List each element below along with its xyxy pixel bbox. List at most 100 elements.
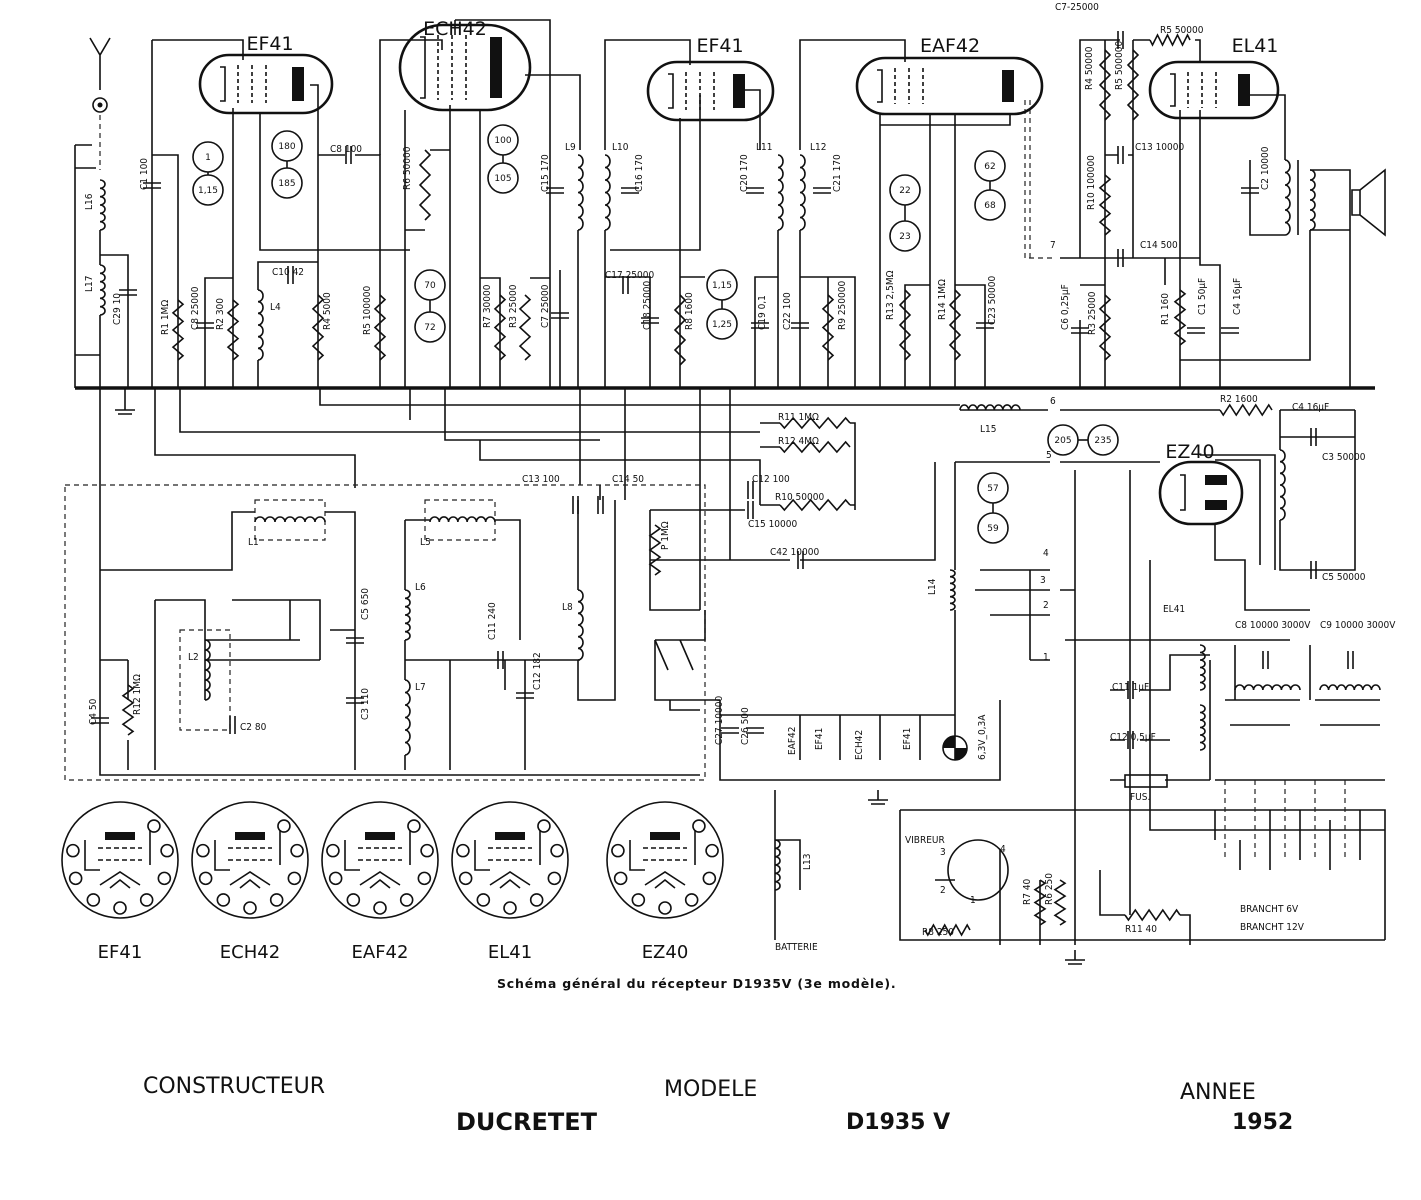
coil-icon: [1284, 159, 1291, 236]
component-label-r13: R13 2,5MΩ: [885, 270, 896, 320]
coil-icon: [577, 154, 584, 231]
component-label-c3: C3 50000: [1322, 452, 1366, 463]
component-label-c13b: C13 100: [522, 474, 560, 485]
resistor-icon: [1219, 403, 1273, 417]
tube-label: EZ40: [1165, 441, 1214, 463]
component-label-c9: C9 10000 3000V: [1320, 620, 1396, 631]
component-label-r7: R7 30000: [482, 284, 493, 328]
component-label-br12: BRANCHT 12V: [1240, 922, 1305, 933]
component-label-r3b: R3 25000: [1087, 291, 1098, 335]
component-label-fus: FUS.: [1130, 792, 1150, 803]
tube-base-label: EZ40: [642, 942, 689, 963]
capacitor-icon: [1127, 731, 1134, 749]
voltage-value: 235: [1094, 436, 1111, 446]
coil-icon: [577, 589, 584, 661]
capacitor-icon: [597, 496, 604, 514]
coil-icon: [1319, 684, 1381, 691]
component-label-c26: C26 500: [740, 707, 751, 745]
component-label-c2: C2 10000: [1260, 146, 1271, 190]
component-label-r5b: R5 50000: [1160, 25, 1204, 36]
capacitor-icon: [746, 187, 764, 194]
component-label-c3a: C3 110: [360, 688, 371, 720]
component-label-n4: 4: [1043, 548, 1049, 559]
year-label: ANNEE: [1180, 1080, 1256, 1105]
anode: [1238, 74, 1250, 106]
component-label-c12a: C12 182: [532, 652, 543, 690]
component-label-l13: L13: [802, 854, 813, 870]
capacitor-icon: [1310, 428, 1317, 446]
component-label-c1: C1 100: [139, 158, 150, 190]
component-label-c23: C23 50000: [987, 276, 998, 325]
anode: [490, 37, 502, 98]
component-label-r11c: R11 40: [1125, 924, 1157, 935]
component-label-c8a: C8 25000: [190, 286, 201, 330]
capacitor-icon: [346, 637, 364, 644]
capacitor-icon: [721, 727, 739, 734]
tube-base-eaf42: EAF42: [321, 801, 439, 963]
component-label-c19: C19 0,1: [757, 295, 768, 330]
coil-icon: [1309, 169, 1316, 231]
capacitor-icon: [1127, 681, 1134, 699]
component-label-r10: R10 100000: [1086, 155, 1097, 210]
wiring: [64, 19, 1386, 965]
component-label-bat: BATTERIE: [775, 942, 818, 953]
component-label-r8: R8 1600: [684, 292, 695, 330]
capacitor-icon: [1241, 187, 1259, 194]
resistor-icon: [1124, 908, 1181, 922]
coil-icon: [254, 516, 326, 523]
tube-label: EAF42: [920, 35, 980, 57]
tube-label: ECH42: [423, 18, 487, 40]
capacitor-icon: [797, 551, 804, 569]
component-label-r2b: R2 1600: [1220, 394, 1258, 405]
resistor-icon: [1098, 174, 1112, 236]
component-label-r2: R2 300: [215, 298, 226, 330]
component-label-c22: C22 100: [782, 292, 793, 330]
voltage-readings: 11,1518018510010570721,151,2522236268205…: [192, 124, 1119, 544]
component-label-c14: C14 500: [1140, 240, 1178, 251]
resistor-icon: [311, 294, 325, 361]
component-label-l15: L15: [980, 424, 996, 435]
capacitor-icon: [1117, 249, 1124, 267]
component-label-c6: C6 0,25µF: [1060, 284, 1071, 330]
capacitor-icon: [746, 727, 764, 734]
coil-icon: [1199, 644, 1206, 691]
component-label-r12: R12 4MΩ: [778, 436, 819, 447]
component-label-c18: C18 25000: [642, 281, 653, 330]
coil-icon: [1234, 684, 1301, 691]
tube-envelope: [646, 60, 775, 122]
resistor-icon: [648, 524, 662, 576]
component-label-c12: C12 100: [752, 474, 790, 485]
resistor-icon: [1033, 879, 1047, 926]
capacitor-icon: [551, 312, 569, 319]
component-label-n1: 1: [1043, 652, 1049, 663]
voltage-value: 70: [424, 281, 436, 291]
component-label-c15: C15 170: [540, 154, 551, 192]
component-label-l12: L12: [810, 142, 826, 153]
component-label-l17: L17: [84, 276, 95, 292]
resistor-icon: [779, 416, 851, 430]
tube-base-label: EAF42: [352, 942, 409, 963]
anode: [733, 74, 745, 108]
resistor-icon: [948, 289, 962, 361]
voltage-value: 72: [424, 323, 435, 333]
component-label-r5c: R5 500000: [1114, 41, 1125, 90]
voltage-value: 22: [899, 186, 910, 196]
loudspeaker-icon: [1351, 168, 1386, 237]
component-label-c11c: C11 1µF: [1112, 682, 1149, 693]
tube-label: EF41: [696, 35, 743, 57]
tube-base-ech42: ECH42: [191, 801, 309, 963]
voltage-value: 57: [987, 484, 998, 494]
component-label-c2a: C2 80: [240, 722, 267, 733]
component-label-c27: C27 10000: [714, 696, 725, 745]
component-label-r12a: R12 1MΩ: [132, 674, 143, 715]
component-label-h3: ECH42: [854, 730, 865, 760]
component-label-r1b: R1 160: [1160, 293, 1171, 325]
resistor-icon: [898, 289, 912, 361]
tube-envelope: [1148, 60, 1280, 120]
coil-icon: [404, 679, 411, 756]
coil-icon: [257, 289, 264, 361]
coil-icon: [604, 154, 611, 231]
component-label-pl: 6,3V_0,3A: [977, 714, 988, 760]
